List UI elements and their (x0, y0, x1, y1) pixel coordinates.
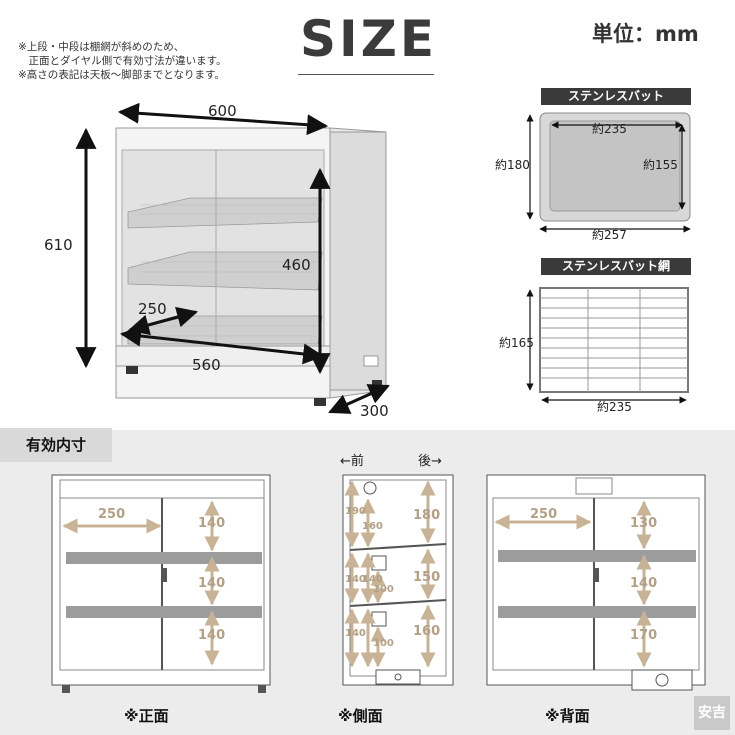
brand-logo: 安吉 (694, 696, 730, 730)
dim-depth: 300 (360, 402, 389, 420)
dim-inner-width: 560 (192, 356, 221, 374)
side-b3: 160 (413, 624, 441, 639)
note-line-1: ※上段・中段は棚網が斜めのため、 (18, 41, 185, 53)
title-underline (298, 74, 434, 75)
side-f2: 160 (362, 521, 383, 532)
back-h2: 140 (630, 576, 658, 591)
notes: ※上段・中段は棚網が斜めのため、 正面とダイヤル側で有効寸法が違います。 ※高さ… (18, 40, 227, 82)
grid-label: ステンレスバット網 (541, 258, 691, 275)
side-back-label: 後→ (418, 454, 442, 469)
side-b1: 180 (413, 508, 441, 523)
side-f6: 140 (345, 628, 366, 639)
grid-height: 約165 (499, 336, 534, 350)
tray-outer-width: 約257 (592, 228, 627, 242)
side-f3: 140 (345, 574, 366, 585)
grid-width: 約235 (597, 400, 632, 414)
dim-inner-height: 460 (282, 256, 311, 274)
views-drawing (51, 474, 706, 693)
back-h3: 170 (630, 628, 658, 643)
side-f7: 100 (373, 638, 394, 649)
side-label: ※側面 (338, 707, 383, 725)
dim-height: 610 (44, 236, 73, 254)
back-label: ※背面 (545, 707, 590, 725)
grid-drawing (526, 287, 689, 404)
page-title: SIZE (300, 10, 438, 68)
side-front-label: ←前 (340, 454, 364, 469)
side-f4: 140 (362, 574, 383, 585)
dim-width-top: 600 (208, 102, 237, 120)
unit-label: 単位：mm (592, 22, 699, 46)
tray-drawing (526, 112, 691, 233)
tray-label: ステンレスバット (541, 88, 691, 105)
cabinet-drawing (75, 102, 390, 414)
front-h3: 140 (198, 628, 226, 643)
side-b2: 150 (413, 570, 441, 585)
back-width: 250 (530, 507, 558, 522)
inner-dimensions-tab: 有効内寸 (0, 428, 112, 462)
front-width: 250 (98, 507, 126, 522)
note-line-3: ※高さの表記は天板〜脚部までとなります。 (18, 69, 225, 81)
note-line-2: 正面とダイヤル側で有効寸法が違います。 (18, 55, 227, 67)
front-label: ※正面 (124, 707, 169, 725)
side-f1: 190 (345, 506, 366, 517)
tray-inner-height: 約155 (643, 158, 678, 172)
tray-inner-width: 約235 (592, 122, 627, 136)
side-f5: 100 (373, 584, 394, 595)
dim-shelf-depth: 250 (138, 300, 167, 318)
front-h2: 140 (198, 576, 226, 591)
back-h1: 130 (630, 516, 658, 531)
front-h1: 140 (198, 516, 226, 531)
tray-outer-height: 約180 (495, 158, 530, 172)
